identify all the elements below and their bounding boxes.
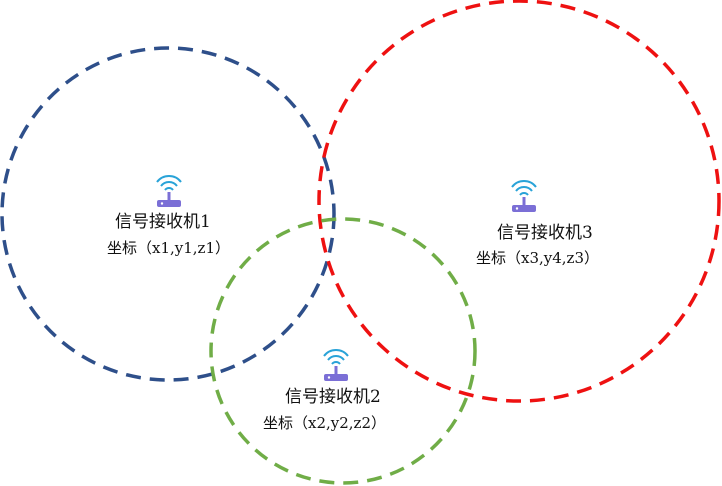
receiver-1-name: 信号接收机1 [115, 212, 211, 232]
receiver-2-name: 信号接收机2 [285, 387, 381, 407]
wifi-router-icon [323, 349, 349, 381]
receiver-2-range-circle [209, 217, 477, 485]
wifi-router-icon [156, 175, 182, 207]
receiver-1-coord: 坐标（x1,y1,z1） [107, 239, 230, 257]
wifi-router-icon [511, 180, 537, 212]
receiver-3-range-circle [317, 0, 721, 403]
receiver-3-name: 信号接收机3 [497, 223, 593, 243]
receiver-1-range-circle [0, 46, 336, 382]
receiver-3-coord: 坐标（x3,y4,z3） [476, 249, 599, 267]
receiver-2-coord: 坐标（x2,y2,z2） [263, 414, 386, 432]
